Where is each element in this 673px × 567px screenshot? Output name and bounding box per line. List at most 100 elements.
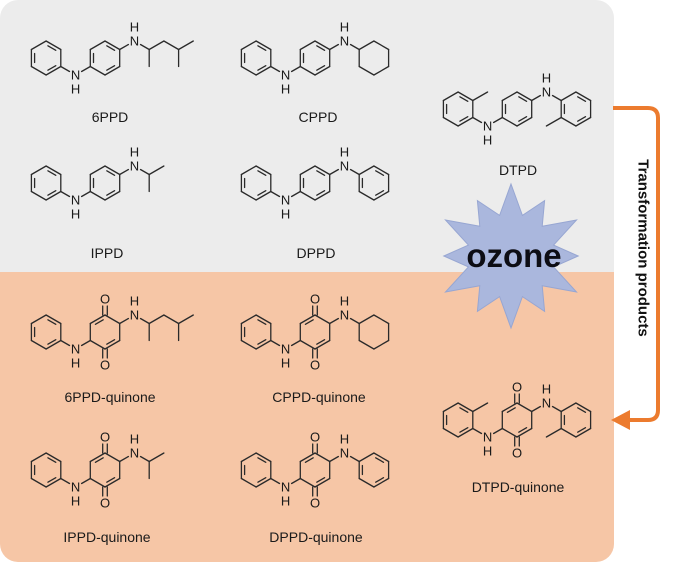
benzene-ring-bond <box>104 40 121 51</box>
quinone-ring-double-bond <box>106 477 116 483</box>
amine-bond <box>531 405 542 413</box>
phenyl-ring-double-bond <box>257 65 267 71</box>
phenyl-ring-bond <box>30 314 47 325</box>
oxygen-atom: O <box>310 496 320 511</box>
phenyl-ring-bond <box>575 116 592 127</box>
amine-bond <box>492 116 503 124</box>
amine-bond <box>60 477 71 485</box>
phenyl-ring-double-bond <box>257 339 267 345</box>
transformation-products-label: Transformation products <box>634 159 652 337</box>
phenyl-ring-bond <box>30 65 47 76</box>
alkyl-bond <box>139 43 150 51</box>
quinone-ring-bond <box>314 314 331 325</box>
transformation-arrowhead <box>611 410 630 430</box>
nitrogen-atom: N <box>340 159 349 174</box>
alkyl-bond <box>177 314 194 325</box>
phenyl-ring-bond <box>45 452 62 463</box>
benzene-ring-bond <box>501 116 518 127</box>
label-6ppd-quinone: 6PPD-quinone <box>64 389 156 405</box>
nitrogen-atom: N <box>71 68 80 83</box>
hydrogen-atom: H <box>281 82 290 97</box>
benzene-ring-double-bond <box>106 45 116 51</box>
quinone-ring-double-bond <box>518 427 528 433</box>
phenyl-ring-bond <box>45 190 62 201</box>
phenyl-ring-bond <box>240 339 257 350</box>
quinone-ring-bond <box>104 477 121 488</box>
amine-bond <box>80 190 91 198</box>
oxygen-atom: O <box>310 358 320 373</box>
hydrogen-atom: H <box>281 207 290 222</box>
phenyl-ring-bond <box>45 477 62 488</box>
phenyl-ring-double-bond <box>577 427 587 433</box>
nitrogen-atom: N <box>281 193 290 208</box>
alkyl-bond <box>139 168 150 176</box>
nitrogen-atom: N <box>542 85 551 100</box>
phenyl-ring-bond <box>45 65 62 76</box>
amine-bond <box>492 427 503 435</box>
hydrogen-atom: H <box>340 20 349 35</box>
benzene-ring-bond <box>314 65 331 76</box>
phenyl-ring-double-bond <box>375 477 385 483</box>
phenyl-ring-double-bond <box>47 170 57 176</box>
amine-bond <box>551 405 562 413</box>
amine-bond <box>349 455 360 463</box>
phenyl-ring-bond <box>373 452 390 463</box>
quinone-products-panel <box>0 272 614 562</box>
quinone-ring-bond <box>501 402 518 413</box>
amine-bond <box>290 65 301 73</box>
quinone-ring-bond <box>299 314 316 325</box>
benzene-ring-double-bond <box>518 96 528 102</box>
quinone-ring-bond <box>314 452 331 463</box>
phenyl-ring-bond <box>240 314 257 325</box>
phenyl-ring-bond <box>30 339 47 350</box>
benzene-ring-bond <box>314 40 331 51</box>
phenyl-ring-bond <box>560 402 577 413</box>
amine-bond <box>472 116 483 124</box>
oxygen-atom: O <box>512 446 522 461</box>
nitrogen-atom: N <box>71 480 80 495</box>
amine-bond <box>329 43 340 51</box>
amine-bond <box>329 455 340 463</box>
benzene-ring-double-bond <box>316 45 326 51</box>
phenyl-ring-bond <box>240 477 257 488</box>
quinone-ring-bond <box>104 314 121 325</box>
benzene-ring-bond <box>299 190 316 201</box>
phenyl-ring-bond <box>575 402 592 413</box>
cyclohexyl-ring-bond <box>358 40 375 51</box>
quinone-ring-bond <box>104 452 121 463</box>
phenyl-ring-bond <box>255 314 272 325</box>
amine-bond <box>349 168 360 176</box>
nitrogen-atom: N <box>340 446 349 461</box>
phenyl-ring-bond <box>358 477 375 488</box>
alkyl-bond <box>148 165 165 176</box>
phenyl-ring-double-bond <box>47 477 57 483</box>
benzene-ring-bond <box>104 65 121 76</box>
amine-bond <box>290 339 301 347</box>
hydrogen-atom: H <box>130 145 139 160</box>
phenyl-ring-bond <box>442 116 459 127</box>
label-cppd: CPPD <box>298 109 338 125</box>
cyclohexyl-ring-bond <box>373 65 390 76</box>
hydrogen-atom: H <box>71 82 80 97</box>
phenyl-ring-bond <box>255 339 272 350</box>
cyclohexyl-ring-bond <box>358 339 375 350</box>
nitrogen-atom: N <box>71 193 80 208</box>
benzene-ring-bond <box>89 40 106 51</box>
hydrogen-atom: H <box>130 432 139 447</box>
nitrogen-atom: N <box>130 34 139 49</box>
amine-bond <box>270 339 281 347</box>
alkyl-bond <box>148 40 165 51</box>
alkyl-bond <box>148 314 165 325</box>
quinone-ring-bond <box>89 339 106 350</box>
cyclohexyl-ring-bond <box>373 40 390 51</box>
nitrogen-atom: N <box>542 396 551 411</box>
hydrogen-atom: H <box>542 71 551 86</box>
hydrogen-atom: H <box>71 207 80 222</box>
benzene-ring-double-bond <box>106 65 116 71</box>
phenyl-ring-double-bond <box>577 96 587 102</box>
phenyl-ring-double-bond <box>47 45 57 51</box>
ozone-label: ozone <box>466 237 562 274</box>
quinone-ring-bond <box>299 452 316 463</box>
nitrogen-atom: N <box>130 308 139 323</box>
